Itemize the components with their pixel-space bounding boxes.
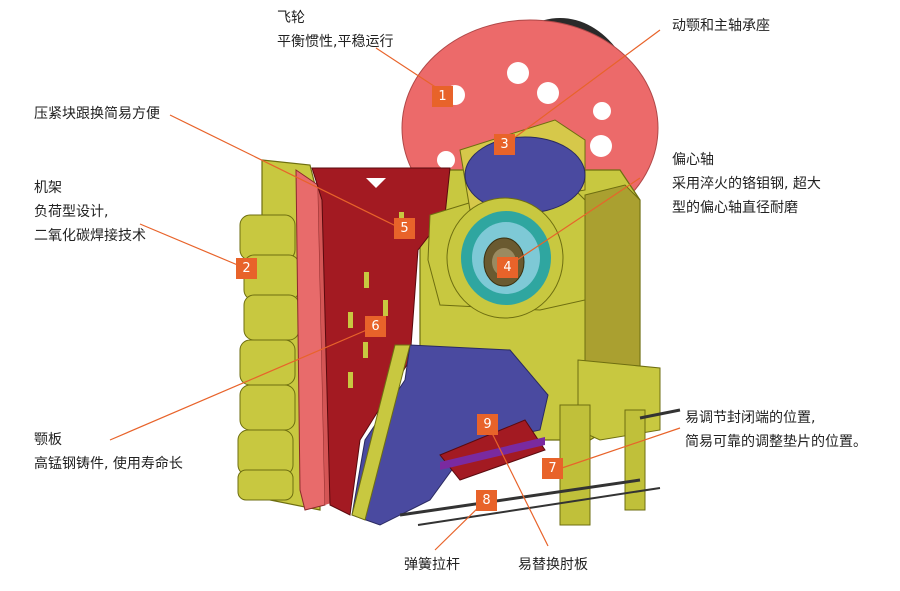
clamp-block-title: 压紧块跟换简易方便	[34, 106, 160, 122]
callout-badge-8: 8	[476, 490, 497, 511]
jaw-plate-title: 颚板	[34, 432, 62, 448]
callout-badge-3: 3	[494, 134, 515, 155]
frame-title: 机架	[34, 180, 62, 196]
jaw-plate-desc: 高锰钢铸件, 使用寿命长	[34, 456, 183, 472]
eccentric-shaft-desc-2: 型的偏心轴直径耐磨	[672, 200, 798, 216]
callout-text-9: 易替换肘板	[518, 553, 588, 577]
callout-text-2: 机架 负荷型设计, 二氧化碳焊接技术	[34, 176, 146, 248]
leader-line-1	[375, 47, 441, 91]
callout-text-4: 偏心轴 采用淬火的铬钼钢, 超大 型的偏心轴直径耐磨	[672, 148, 821, 220]
leader-line-5	[169, 114, 401, 229]
leader-line-7	[555, 427, 681, 471]
flywheel-desc: 平衡惯性,平稳运行	[277, 34, 394, 50]
leader-line-3	[505, 29, 661, 145]
leader-line-2	[139, 223, 241, 267]
frame-desc-1: 负荷型设计,	[34, 204, 109, 220]
callout-badge-2: 2	[236, 258, 257, 279]
callout-text-1: 飞轮 平衡惯性,平稳运行	[277, 6, 393, 54]
eccentric-shaft-title: 偏心轴	[672, 152, 714, 168]
callout-badge-5: 5	[394, 218, 415, 239]
callout-badge-4: 4	[497, 257, 518, 278]
callout-badge-6: 6	[365, 316, 386, 337]
callout-text-3: 动颚和主轴承座	[672, 14, 770, 38]
flywheel-title: 飞轮	[277, 10, 305, 26]
callout-text-8: 弹簧拉杆	[404, 553, 460, 577]
callout-text-5: 压紧块跟换简易方便	[34, 102, 160, 126]
bearing-title: 动颚和主轴承座	[672, 18, 770, 34]
adjust-desc-2: 简易可靠的调整垫片的位置。	[685, 434, 867, 450]
swing-jaw	[351, 344, 549, 526]
callout-badge-7: 7	[542, 458, 563, 479]
spring-rod	[399, 408, 681, 526]
callout-badge-1: 1	[432, 86, 453, 107]
callout-text-6: 颚板 高锰钢铸件, 使用寿命长	[34, 428, 183, 476]
leader-line-4	[507, 177, 641, 267]
leader-line-6	[109, 325, 377, 441]
toggle-plate-title: 易替换肘板	[518, 557, 588, 573]
eccentric-shaft-desc-1: 采用淬火的铬钼钢, 超大	[672, 176, 821, 192]
callout-text-7: 易调节封闭端的位置, 简易可靠的调整垫片的位置。	[685, 406, 867, 454]
frame-desc-2: 二氧化碳焊接技术	[34, 228, 146, 244]
spring-rod-title: 弹簧拉杆	[404, 557, 460, 573]
adjust-desc-1: 易调节封闭端的位置,	[685, 410, 816, 426]
callout-badge-9: 9	[477, 414, 498, 435]
leader-line-9	[487, 424, 549, 547]
